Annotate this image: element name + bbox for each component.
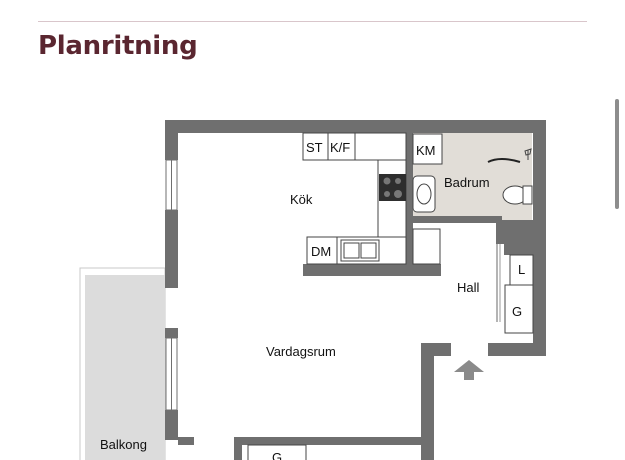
- stove-label: ST: [306, 140, 323, 155]
- room-label-kitchen: Kök: [290, 192, 313, 207]
- balcony-floor: [85, 275, 165, 460]
- kitchen-counter-top: [302, 132, 356, 161]
- kitchen-sink-icon: [340, 239, 380, 262]
- scrollbar-thumb[interactable]: [615, 99, 619, 209]
- dishwasher-label: DM: [311, 244, 331, 259]
- shower-head-icon: [524, 148, 532, 160]
- toilet-icon: [502, 185, 533, 205]
- bottom-wardrobe: [247, 444, 307, 460]
- washing-machine-label: KM: [416, 143, 436, 158]
- room-label-bathroom: Badrum: [444, 175, 490, 190]
- room-label-living: Vardagsrum: [266, 344, 336, 359]
- hall-cabinet: [412, 228, 441, 265]
- room-label-hall: Hall: [457, 280, 480, 295]
- room-label-balcony: Balkong: [100, 437, 147, 452]
- top-divider: [38, 21, 587, 22]
- washing-machine-box: [412, 133, 443, 165]
- stovetop-icon: [379, 174, 406, 201]
- hall-wardrobe-label: G: [512, 304, 522, 319]
- page-title: Planritning: [38, 31, 198, 61]
- fridge-freezer-label: K/F: [330, 140, 350, 155]
- walls: [165, 120, 546, 460]
- entrance-arrow-icon: [454, 360, 484, 380]
- linen-closet-label: L: [518, 262, 525, 277]
- washbasin-icon: [412, 175, 436, 213]
- shower-curtain-icon: [487, 158, 521, 163]
- bottom-wardrobe-label: G: [272, 450, 282, 460]
- hall-wardrobe: [504, 284, 534, 334]
